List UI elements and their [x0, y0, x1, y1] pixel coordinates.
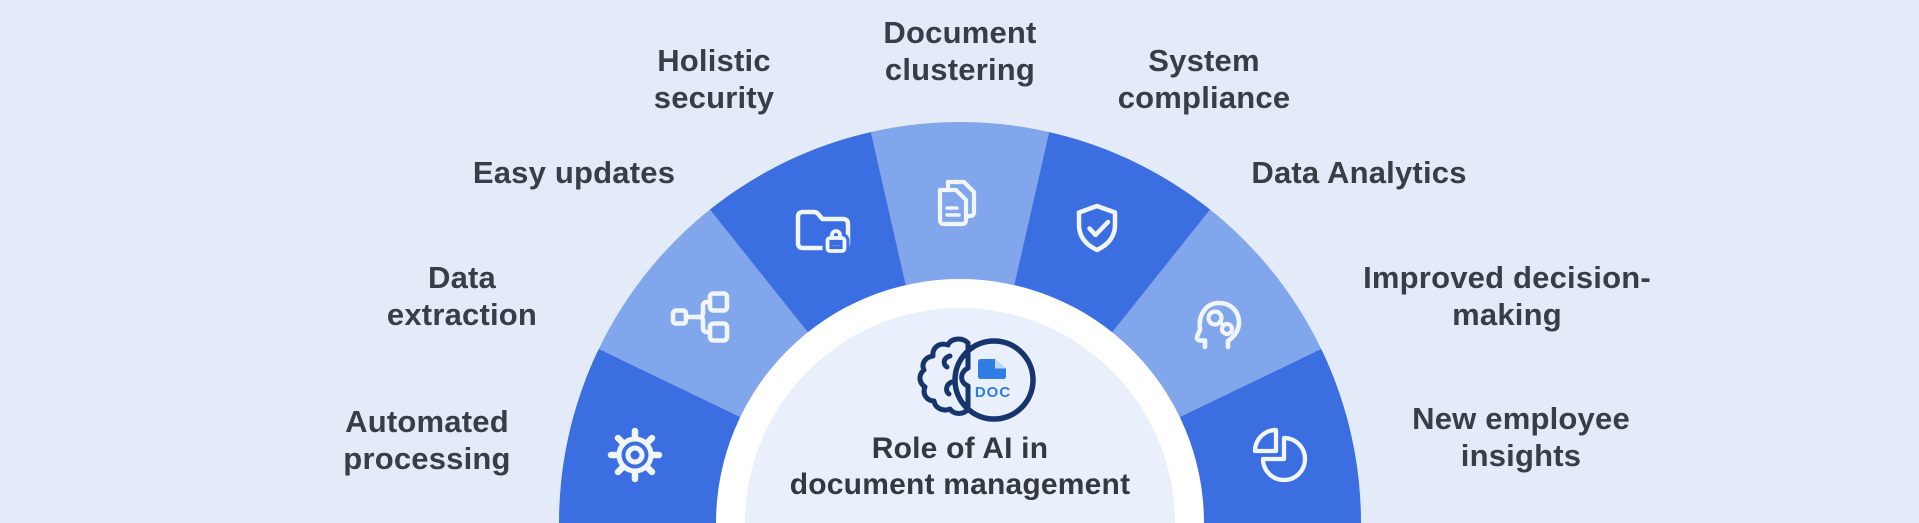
- label-automated-processing: Automated processing: [343, 404, 511, 476]
- label-improved-decision-making: Improved decision- making: [1363, 260, 1651, 332]
- shield-check-icon: [1065, 198, 1129, 262]
- brain-doc-icon: DOC: [892, 330, 1042, 430]
- doc-label: DOC: [975, 384, 1011, 401]
- pie-chart-icon: [1249, 423, 1313, 487]
- documents-icon: [926, 170, 990, 234]
- label-data-analytics: Data Analytics: [1251, 155, 1467, 190]
- center-title: Role of AI in document management: [789, 432, 1131, 501]
- gear-icon: [603, 423, 667, 487]
- label-system-compliance: System compliance: [1117, 43, 1291, 115]
- label-document-clustering: Document clustering: [883, 15, 1037, 87]
- label-holistic-security: Holistic security: [653, 43, 775, 115]
- hierarchy-icon: [670, 285, 734, 349]
- label-data-extraction: Data extraction: [386, 260, 538, 332]
- label-easy-updates: Easy updates: [472, 155, 676, 190]
- folder-lock-icon: [791, 198, 855, 262]
- ai-head-icon: [1184, 290, 1248, 354]
- label-new-employee-insights: New employee insights: [1412, 401, 1630, 473]
